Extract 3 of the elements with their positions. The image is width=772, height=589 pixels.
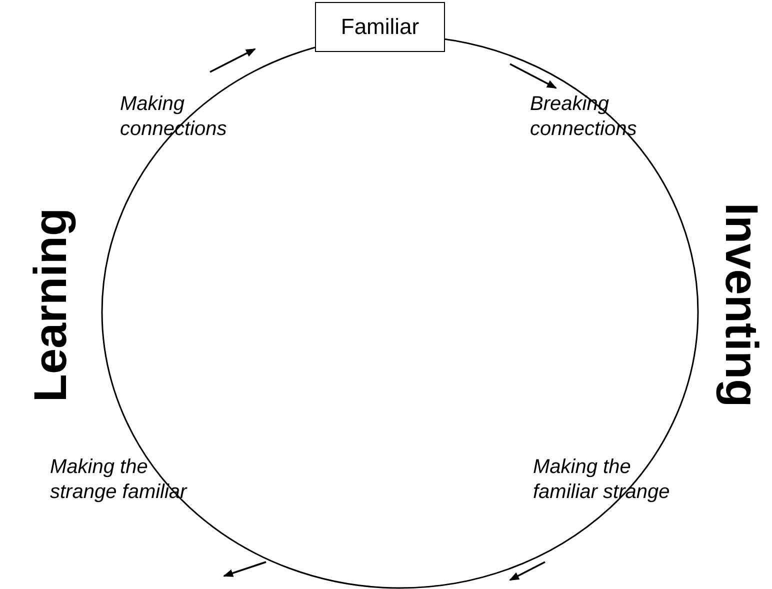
side-title: Learning bbox=[25, 208, 76, 402]
side-title: Inventing bbox=[717, 202, 768, 408]
term-box: Familiar bbox=[315, 2, 445, 52]
